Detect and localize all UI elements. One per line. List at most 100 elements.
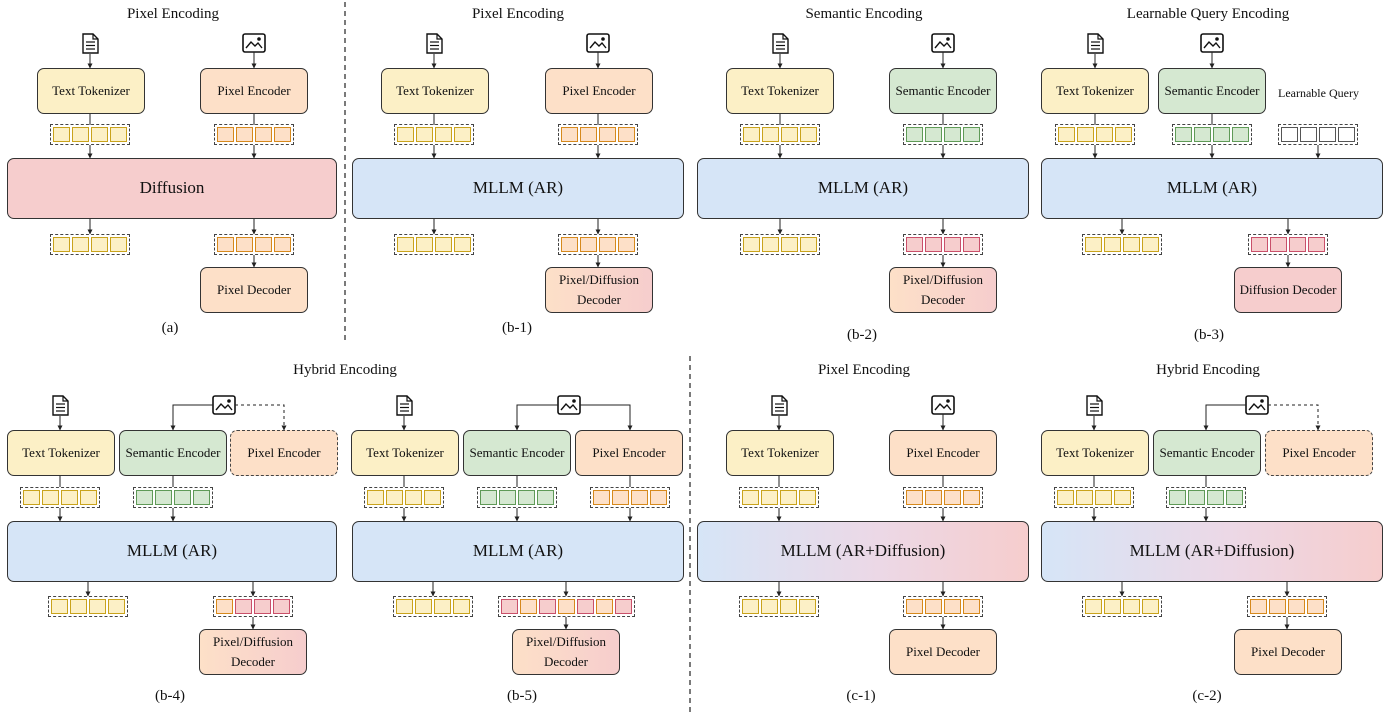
decoder-label-line1: Pixel/Diffusion <box>559 271 639 287</box>
learnable-query-label: Learnable Query <box>1278 86 1359 100</box>
document-icon <box>1087 33 1104 54</box>
token <box>434 599 451 614</box>
token <box>944 599 961 614</box>
connector-arrow <box>1268 404 1321 431</box>
token <box>761 599 778 614</box>
panel-title-b1: Pixel Encoding <box>471 6 565 22</box>
token <box>799 490 816 505</box>
token <box>537 490 554 505</box>
semantic-token-group <box>133 487 213 508</box>
token <box>595 599 613 614</box>
pixel-encoder-box: Pixel Encoder <box>200 68 308 114</box>
token <box>416 237 433 252</box>
token <box>1232 127 1249 142</box>
token <box>89 599 106 614</box>
semantic-encoder-box: Semantic Encoder <box>889 68 997 114</box>
token <box>618 127 635 142</box>
token <box>944 490 961 505</box>
token <box>1115 127 1132 142</box>
token <box>780 599 797 614</box>
text-tokenizer-box: Text Tokenizer <box>726 68 834 114</box>
pixel-encoder-box-optional: Pixel Encoder <box>230 430 338 476</box>
text-tokenizer-box: Text Tokenizer <box>37 68 145 114</box>
token <box>1175 127 1192 142</box>
token <box>236 237 253 252</box>
token <box>799 599 816 614</box>
token <box>274 237 291 252</box>
token <box>650 490 667 505</box>
token <box>397 127 414 142</box>
token <box>499 490 516 505</box>
token <box>454 127 471 142</box>
image-icon <box>1200 33 1224 53</box>
token <box>1057 490 1074 505</box>
token <box>500 599 518 614</box>
text-token-group <box>50 124 130 145</box>
caption-c2: (c-2) <box>1192 688 1222 704</box>
token <box>1123 599 1140 614</box>
token <box>155 490 172 505</box>
token <box>72 127 89 142</box>
text-tokenizer-box: Text Tokenizer <box>7 430 115 476</box>
token <box>906 599 923 614</box>
mllm-ar-box: MLLM (AR) <box>697 158 1029 219</box>
token <box>454 237 471 252</box>
pixel-encoder-box-optional: Pixel Encoder <box>1265 430 1373 476</box>
decoder-label-line1: Pixel/Diffusion <box>526 633 606 649</box>
caption-a: (a) <box>161 320 179 336</box>
token <box>424 490 441 505</box>
semantic-token-group <box>1166 487 1246 508</box>
token <box>762 127 779 142</box>
semantic-token-group <box>477 487 557 508</box>
token <box>614 599 632 614</box>
token <box>1281 127 1298 142</box>
token <box>70 599 87 614</box>
token <box>742 490 759 505</box>
semantic-encoder-box: Semantic Encoder <box>463 430 571 476</box>
token <box>780 490 797 505</box>
token <box>1142 599 1159 614</box>
diffusion-model-box: Diffusion <box>7 158 337 219</box>
caption-b3: (b-3) <box>1194 327 1224 343</box>
decoder-label-line2: Decoder <box>543 654 589 669</box>
text-output-token-group <box>394 234 474 255</box>
text-output-token-group <box>50 234 130 255</box>
connector-arrow <box>514 404 558 431</box>
text-tokenizer-box: Text Tokenizer <box>726 430 834 476</box>
text-tokenizer-box: Text Tokenizer <box>381 68 489 114</box>
token <box>1104 237 1121 252</box>
token <box>1308 237 1325 252</box>
token <box>416 127 433 142</box>
token <box>1250 599 1267 614</box>
connector-arrow <box>580 404 633 431</box>
pixel-token-group <box>903 487 983 508</box>
image-icon <box>212 395 236 415</box>
token <box>23 490 40 505</box>
token <box>743 127 760 142</box>
image-icon <box>586 33 610 53</box>
token <box>1288 599 1305 614</box>
token <box>963 490 980 505</box>
diffusion-output-token-group <box>1248 234 1328 255</box>
token <box>800 237 817 252</box>
text-token-group <box>739 487 819 508</box>
token <box>255 237 272 252</box>
mllm-ar-box: MLLM (AR) <box>1041 158 1383 219</box>
document-icon <box>771 395 788 416</box>
token <box>761 490 778 505</box>
token <box>273 599 290 614</box>
token <box>1269 599 1286 614</box>
panel-title-b2: Semantic Encoding <box>805 6 923 22</box>
image-icon <box>931 395 955 415</box>
pixel-decoder-box: Pixel Decoder <box>1234 629 1342 675</box>
text-tokenizer-box: Text Tokenizer <box>351 430 459 476</box>
text-tokenizer-box: Text Tokenizer <box>1041 68 1149 114</box>
token <box>405 490 422 505</box>
caption-b4: (b-4) <box>155 688 185 704</box>
token <box>255 127 272 142</box>
token <box>1289 237 1306 252</box>
token <box>396 599 413 614</box>
text-token-group <box>20 487 100 508</box>
